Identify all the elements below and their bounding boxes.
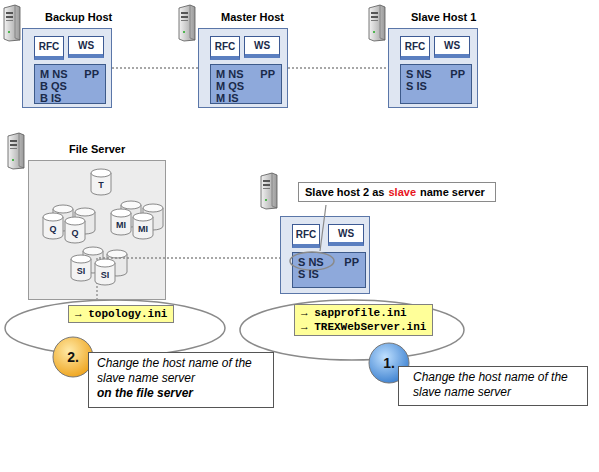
instruction-box-text: Change the host name of the slave name s… [97,356,267,386]
host-box: Master HostRFCWSM NSPPM QSM IS [198,28,288,108]
component-box: WS [434,36,470,58]
service-box-text: M IS [216,92,276,104]
storage-cylinder-text: SI [101,270,110,280]
file-server-box-text: File Server [69,143,125,155]
service-box-text: PP [450,68,465,80]
step-number-text: 2. [67,349,79,365]
storage-cylinder: SI [70,254,92,282]
service-box-text: S IS [406,80,466,92]
storage-cylinder-text: Q [71,228,78,238]
leader-line [320,205,326,251]
dotted-connector [112,67,198,68]
focus-ellipse [290,252,334,270]
component-box-text: RFC [405,41,426,52]
file-server-ground [28,160,166,300]
storage-cylinder: Q [64,216,86,244]
component-box: RFC [400,36,430,60]
service-box-text: M QS [216,80,276,92]
component-box: RFC [210,36,240,60]
component-box: RFC [34,36,64,60]
component-box: RFC [292,224,320,248]
storage-cylinder: T [90,168,112,196]
storage-cylinder-text: MI [138,224,148,234]
instruction-box: Change the host name of the slave name s… [398,366,588,406]
callout-box: Slave host 2 as slavename server [298,182,496,202]
storage-cylinder-text: Q [49,224,56,234]
host-box: Backup HostRFCWSM NSPPB QSB IS [22,28,112,108]
service-box-text: PP [260,68,275,80]
service-box: M NSPPB QSB IS [34,64,106,104]
step-number-text: 1. [383,355,395,371]
component-box: WS [328,224,364,246]
storage-stack [53,201,163,276]
storage-cylinder: MI [110,208,132,236]
file-list-box: → sapprofile.ini→ TREXWebServer.ini [294,304,433,336]
storage-cylinder: SI [94,258,116,286]
host-box-text: Slave Host 1 [411,11,476,23]
service-box-text: PP [84,68,99,80]
service-box-text: S IS [298,268,360,280]
component-box-text: WS [444,40,460,51]
file-list-box-text: → topology.ini [75,307,167,321]
component-box-text: WS [338,228,354,239]
file-list-box: → topology.ini [68,305,174,323]
component-box-text: RFC [215,41,236,52]
highlight-ellipse [240,300,464,360]
component-box: WS [244,36,280,58]
service-box-text: PP [344,256,359,268]
instruction-box: Change the host name of the slave name s… [88,352,274,408]
file-server-box: File ServerTQQMIMISISI [28,160,166,300]
instruction-box-text: on the file server [97,386,267,401]
service-box-text: B IS [40,92,100,104]
storage-cylinder-text: SI [77,266,86,276]
service-box: M NSPPM QSM IS [210,64,282,104]
component-box-text: RFC [296,229,317,240]
component-box-text: WS [254,40,270,51]
host-box: RFC WS S NSPPS IS [280,216,370,294]
service-box-text: B QS [40,80,100,92]
host-box-text: Backup Host [45,11,112,23]
host-box-text: Master Host [221,11,284,23]
instruction-box-text: Change the host name of the slave name s… [413,370,581,400]
storage-cylinder: Q [42,212,64,240]
storage-cylinder: MI [132,212,154,240]
host-box: Slave Host 1RFCWSS NSPPS IS [388,28,478,108]
file-list-box-text: → TREXWebServer.ini [301,320,426,334]
storage-cylinder-text: T [98,180,104,190]
file-list-box-text: → sapprofile.ini [301,306,426,320]
service-box: S NSPPS IS [292,252,366,288]
component-box: WS [68,36,104,58]
storage-cylinder-text: MI [116,220,126,230]
component-box-text: RFC [39,41,60,52]
callout-box-text: name server [420,186,485,198]
highlight-ellipse [5,300,225,356]
dotted-connector [97,258,280,300]
callout-box-text: Slave host 2 as [305,186,385,198]
component-box-text: WS [78,40,94,51]
callout-box-text: slave [389,186,417,198]
dotted-connector [288,67,388,68]
service-box: S NSPPS IS [400,64,472,104]
